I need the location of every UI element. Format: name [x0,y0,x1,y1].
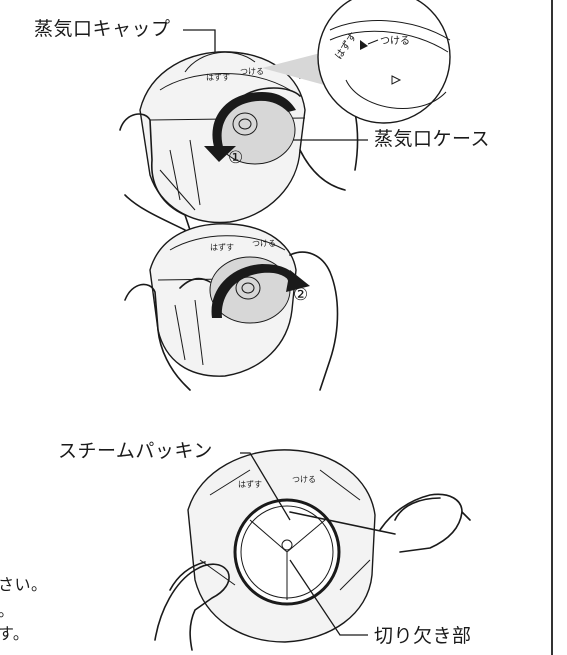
label-notch: 切り欠き部 [374,625,472,647]
step-2-number: ② [293,285,308,305]
figure-packing: はずす つける [154,449,471,651]
label-steam-packing: スチームパッキン [58,440,213,462]
text-fragment-3: す。 [0,624,30,643]
rim-attach-text: つける [240,67,264,76]
page-border [551,0,553,655]
label-steam-cap: 蒸気口キャップ [34,18,171,40]
label-steam-case: 蒸気口ケース [374,128,491,150]
rim-remove-text-3: はずす [238,479,262,489]
rim-remove-text-2: はずす [210,242,234,252]
inset-attach-text: つける [380,35,410,47]
rim-attach-text-2: つける [252,239,276,248]
rim-attach-text-3: つける [292,475,316,484]
step-1-number: ① [228,148,243,168]
rim-remove-text: はずす [206,72,230,82]
figure-attach-cap: ② はずす つける [124,223,339,391]
inset-zoom: はずす つける [317,0,451,124]
text-fragment-1: さい。 [0,575,48,594]
text-fragment-2: 。 [0,600,15,622]
